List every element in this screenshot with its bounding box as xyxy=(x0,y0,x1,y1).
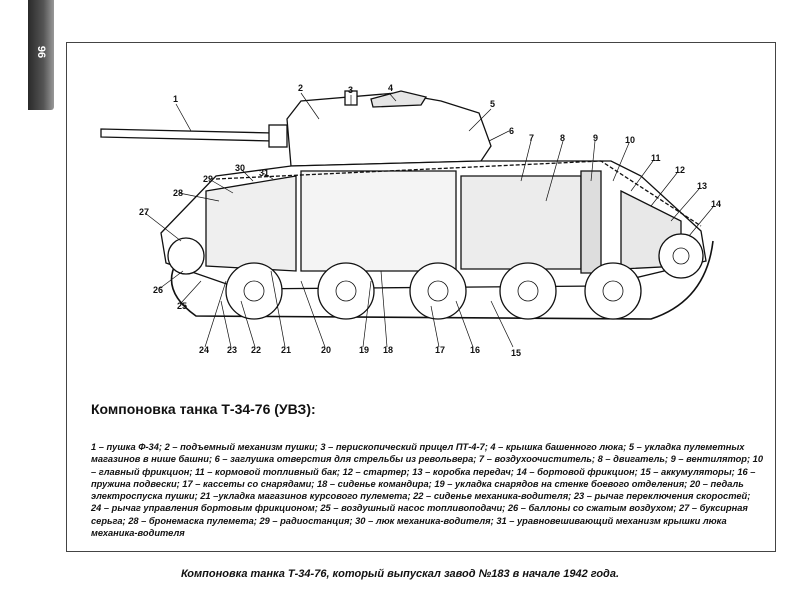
callout-5: 5 xyxy=(490,99,495,109)
road-wheel-2 xyxy=(317,262,375,320)
track-top xyxy=(215,160,702,227)
callout-26: 26 xyxy=(153,285,163,295)
callout-25: 25 xyxy=(177,301,187,311)
road-wheel-1 xyxy=(225,262,283,320)
track-outline xyxy=(170,240,714,320)
callout-19: 19 xyxy=(359,345,369,355)
callout-17: 17 xyxy=(435,345,445,355)
callout-31: 31 xyxy=(259,168,269,178)
callout-18: 18 xyxy=(383,345,393,355)
figure-title: Компоновка танка Т-34-76 (УВЗ): xyxy=(91,401,316,417)
callout-1: 1 xyxy=(173,94,178,104)
fan xyxy=(580,170,602,274)
callout-16: 16 xyxy=(470,345,480,355)
callout-13: 13 xyxy=(697,181,707,191)
road-wheel-4 xyxy=(499,262,557,320)
gun-barrel xyxy=(100,128,274,142)
callout-21: 21 xyxy=(281,345,291,355)
callout-4: 4 xyxy=(388,83,393,93)
figure-frame: 1 2 3 4 5 6 7 8 9 10 11 12 13 14 15 16 1… xyxy=(66,42,776,552)
callout-10: 10 xyxy=(625,135,635,145)
callout-27: 27 xyxy=(139,207,149,217)
legend-text: 1 – пушка Ф-34; 2 – подъемный механизм п… xyxy=(91,442,763,539)
callout-23: 23 xyxy=(227,345,237,355)
callout-15: 15 xyxy=(511,348,521,358)
callout-28: 28 xyxy=(173,188,183,198)
callout-6: 6 xyxy=(509,126,514,136)
callout-3: 3 xyxy=(348,85,353,95)
tank-cutaway-drawing: 1 2 3 4 5 6 7 8 9 10 11 12 13 14 15 16 1… xyxy=(100,83,721,358)
callout-11: 11 xyxy=(651,153,661,163)
idler-wheel xyxy=(167,237,205,275)
driver-compartment xyxy=(205,175,297,272)
figure-caption: Компоновка танка Т-34-76, который выпуск… xyxy=(180,568,620,580)
gun-mantlet xyxy=(268,124,288,148)
turret-hatch xyxy=(370,90,428,108)
drive-sprocket xyxy=(658,233,704,279)
callout-30: 30 xyxy=(235,163,245,173)
engine-block xyxy=(460,175,582,270)
callout-20: 20 xyxy=(321,345,331,355)
fighting-compartment xyxy=(300,170,457,272)
callout-9: 9 xyxy=(593,133,598,143)
page-number: 96 xyxy=(35,45,47,59)
page-edge-strip xyxy=(28,0,54,110)
callout-12: 12 xyxy=(675,165,685,175)
callout-2: 2 xyxy=(298,83,303,93)
callout-29: 29 xyxy=(203,174,213,184)
callout-8: 8 xyxy=(560,133,565,143)
callout-24: 24 xyxy=(199,345,209,355)
callout-22: 22 xyxy=(251,345,261,355)
road-wheel-5 xyxy=(584,262,642,320)
callout-14: 14 xyxy=(711,199,721,209)
callout-7: 7 xyxy=(529,133,534,143)
road-wheel-3 xyxy=(409,262,467,320)
